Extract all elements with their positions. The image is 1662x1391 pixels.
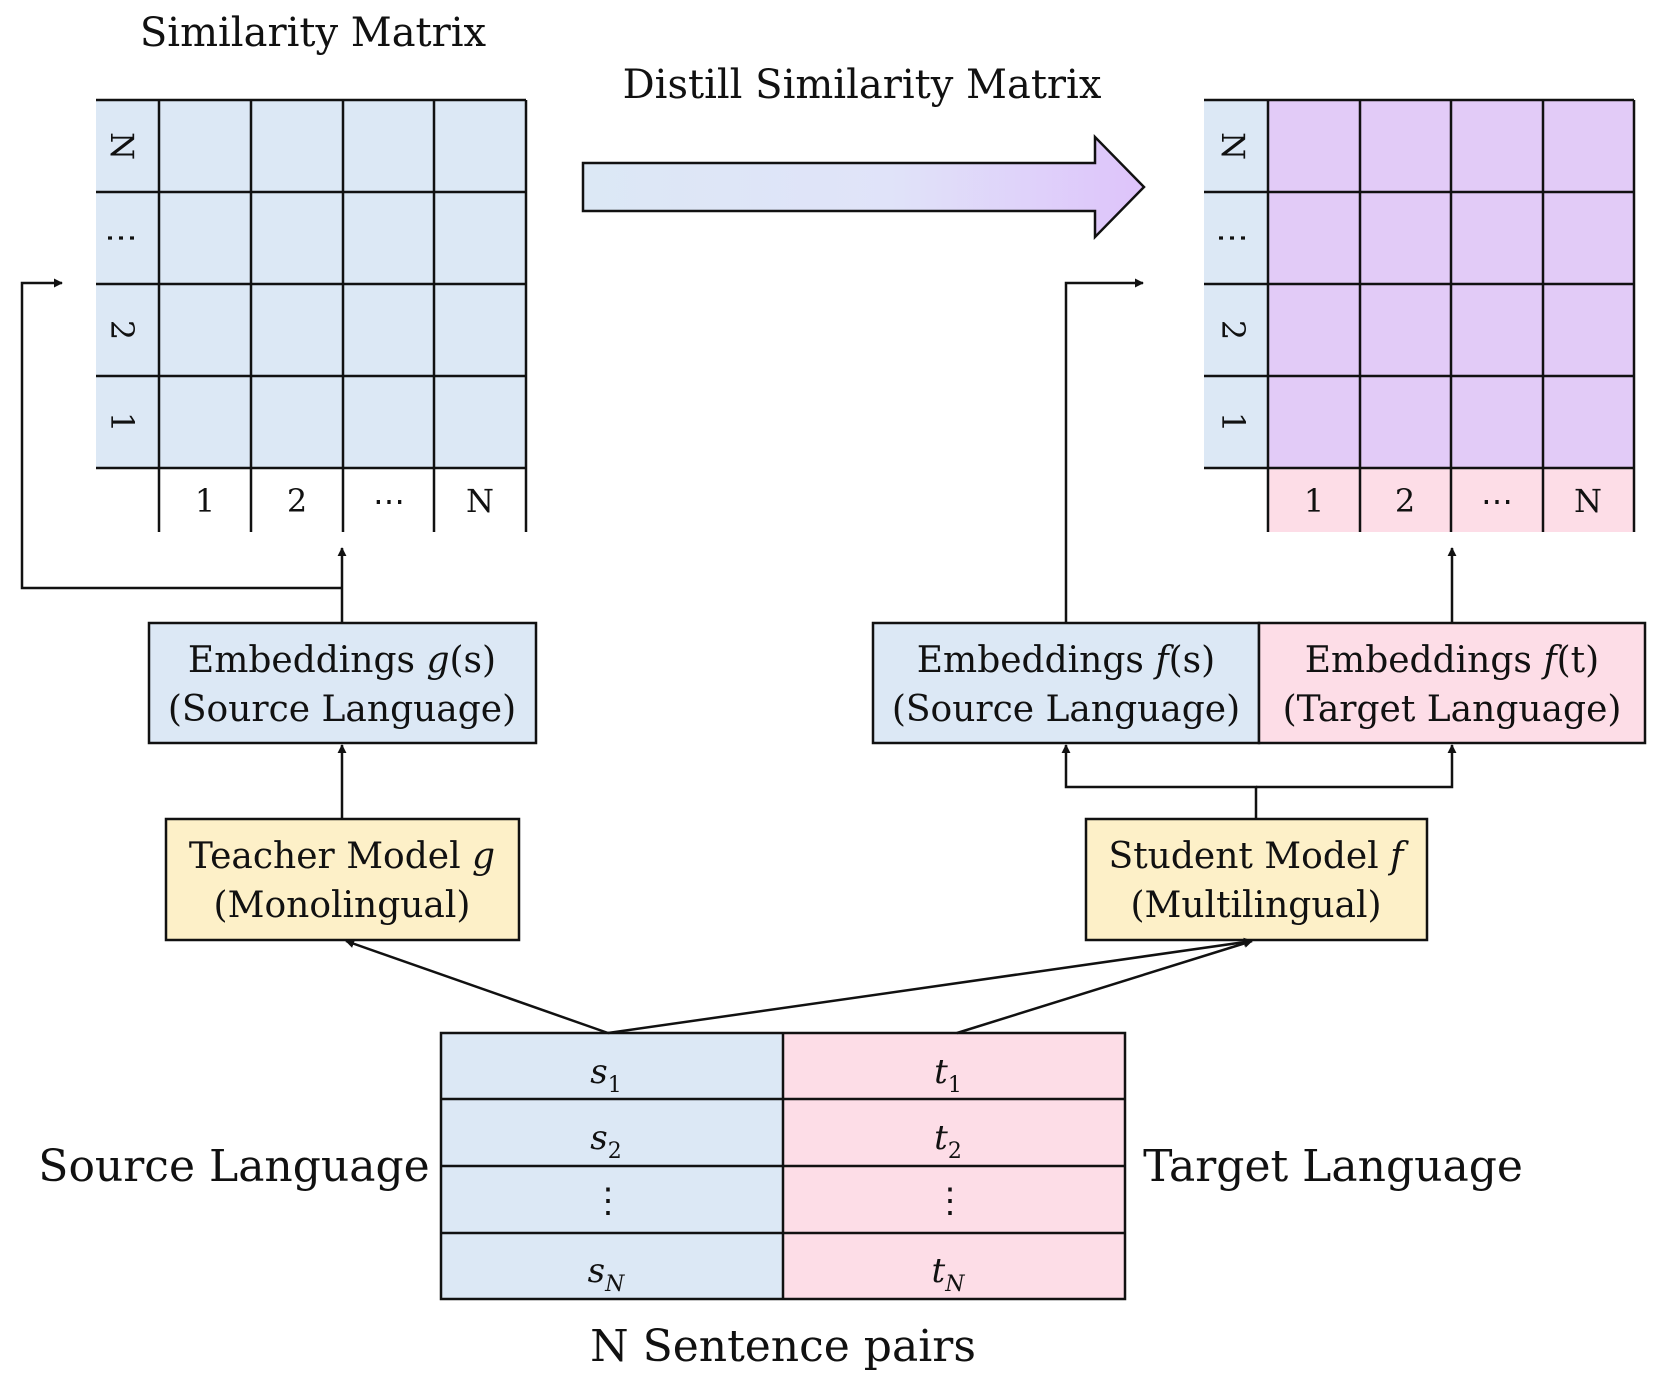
source-language-label: Source Language	[38, 1141, 429, 1192]
source-sentence: s2	[590, 1118, 621, 1164]
student-source-embeddings-subtitle: (Source Language)	[892, 689, 1240, 730]
target-sentence: t2	[934, 1118, 962, 1164]
student-target-embeddings-subtitle: (Target Language)	[1283, 689, 1622, 730]
col-label: 1	[195, 482, 215, 520]
teacher-matrix-title: Similarity Matrix	[140, 10, 487, 56]
student-target-embeddings-box: Embeddings f(t) (Target Language)	[1257, 621, 1647, 745]
col-label: 2	[287, 482, 307, 520]
student-source-embeddings-box: Embeddings f(s) (Source Language)	[871, 621, 1261, 745]
teacher-embeddings-box: Embeddings g(s) (Source Language)	[147, 621, 538, 745]
source-to-student-arrow	[607, 937, 1253, 1035]
student-model-title: Student Model f	[1109, 836, 1410, 877]
source-to-teacher-arrow	[345, 939, 609, 1035]
col-label: 2	[1395, 482, 1415, 520]
row-label: N	[1214, 132, 1252, 160]
teacher-embeddings-to-rows-arrow	[20, 278, 342, 590]
col-label: ⋯	[1481, 482, 1513, 520]
student-source-embeddings-title: Embeddings f(s)	[917, 640, 1215, 681]
student-model-fork-line-target	[1256, 744, 1457, 789]
row-label: 1	[103, 412, 141, 432]
source-ellipsis: ⋮	[591, 1181, 625, 1221]
col-label: N	[1574, 482, 1602, 520]
row-label: ⋮	[103, 222, 141, 254]
row-label: 1	[1214, 412, 1252, 432]
col-label: N	[466, 482, 494, 520]
teacher-model-subtitle: (Monolingual)	[214, 885, 471, 926]
teacher-embeddings-title: Embeddings g(s)	[188, 640, 496, 681]
sentence-pairs-table: s1 s2 ⋮ sN t1 t2 ⋮ tN	[439, 1031, 1127, 1301]
target-to-student-arrow	[956, 939, 1253, 1035]
distill-arrow	[581, 133, 1146, 241]
student-model-fork-line	[1061, 744, 1258, 819]
row-label: N	[103, 132, 141, 160]
source-sentence: sN	[588, 1251, 625, 1297]
row-label: ⋮	[1214, 222, 1252, 254]
teacher-model-box: Teacher Model g (Monolingual)	[164, 817, 521, 942]
row-label: 2	[1214, 320, 1252, 340]
student-target-embeddings-title: Embeddings f(t)	[1305, 640, 1599, 681]
row-label: 2	[103, 320, 141, 340]
student-model-subtitle: (Multilingual)	[1130, 885, 1381, 926]
col-label: 1	[1304, 482, 1324, 520]
col-label: ⋯	[373, 482, 405, 520]
teacher-similarity-matrix: N ⋮ 2 1 1 2 ⋯ N	[96, 98, 528, 532]
teacher-model-title: Teacher Model g	[189, 836, 495, 877]
target-ellipsis: ⋮	[933, 1181, 967, 1221]
teacher-embeddings-subtitle: (Source Language)	[168, 689, 516, 730]
source-sentence: s1	[590, 1052, 621, 1098]
distill-title: Distill Similarity Matrix	[623, 62, 1102, 108]
student-similarity-matrix: N ⋮ 2 1 1 2 ⋯ N	[1204, 98, 1636, 532]
target-sentence: t1	[934, 1052, 962, 1098]
sentence-pairs-caption: N Sentence pairs	[590, 1321, 976, 1372]
target-sentence: tN	[932, 1251, 966, 1297]
student-source-to-rows-arrow	[1064, 278, 1144, 623]
student-model-box: Student Model f (Multilingual)	[1084, 817, 1429, 942]
target-language-label: Target Language	[1143, 1141, 1523, 1192]
